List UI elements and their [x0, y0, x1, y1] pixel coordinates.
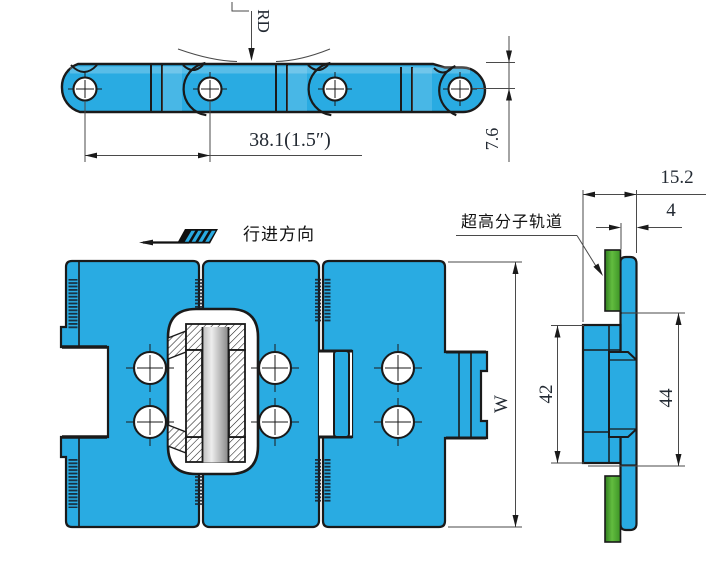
overall-width-dimension [582, 190, 706, 322]
pitch-dimension-label: 38.1(1.5″) [249, 129, 331, 151]
travel-direction-label: 行进方向 [243, 224, 315, 245]
top-highlight [70, 66, 470, 74]
inner-height-dimension [588, 312, 685, 467]
hinge-gap [319, 349, 352, 439]
plate-top-dimension [473, 36, 515, 162]
hub-height-label: 42 [535, 384, 557, 404]
uhmw-track-bottom [604, 475, 622, 543]
hinge-cutaway-section [166, 307, 260, 476]
travel-direction-symbol [139, 229, 218, 246]
chain-side-view [60, 61, 487, 117]
belt-width-dimension [448, 261, 522, 528]
rd-label: RD [254, 9, 274, 33]
overall-width-label: 15.2 [660, 166, 694, 188]
uhmw-track-top [604, 249, 622, 312]
pin-holes-side [68, 72, 477, 106]
hub-height-dimension [551, 325, 584, 464]
chain-section-view [581, 249, 638, 543]
track-callout-label: 超高分子轨道 [460, 212, 563, 231]
plate-thickness-dimension [596, 223, 682, 249]
pin-top-offset-label: 7.6 [482, 127, 502, 151]
pitch-dimension [84, 101, 362, 162]
plate-thickness-label: 4 [666, 199, 676, 221]
chain-plan-view [59, 259, 489, 529]
rd-callout [177, 2, 331, 62]
belt-width-label: W [490, 395, 512, 413]
pin-holes-plan [126, 344, 422, 446]
hinge-pin [202, 327, 229, 463]
track-callout-leader [456, 235, 603, 276]
edge-marking [68, 278, 331, 508]
inner-height-label: 44 [655, 388, 677, 408]
